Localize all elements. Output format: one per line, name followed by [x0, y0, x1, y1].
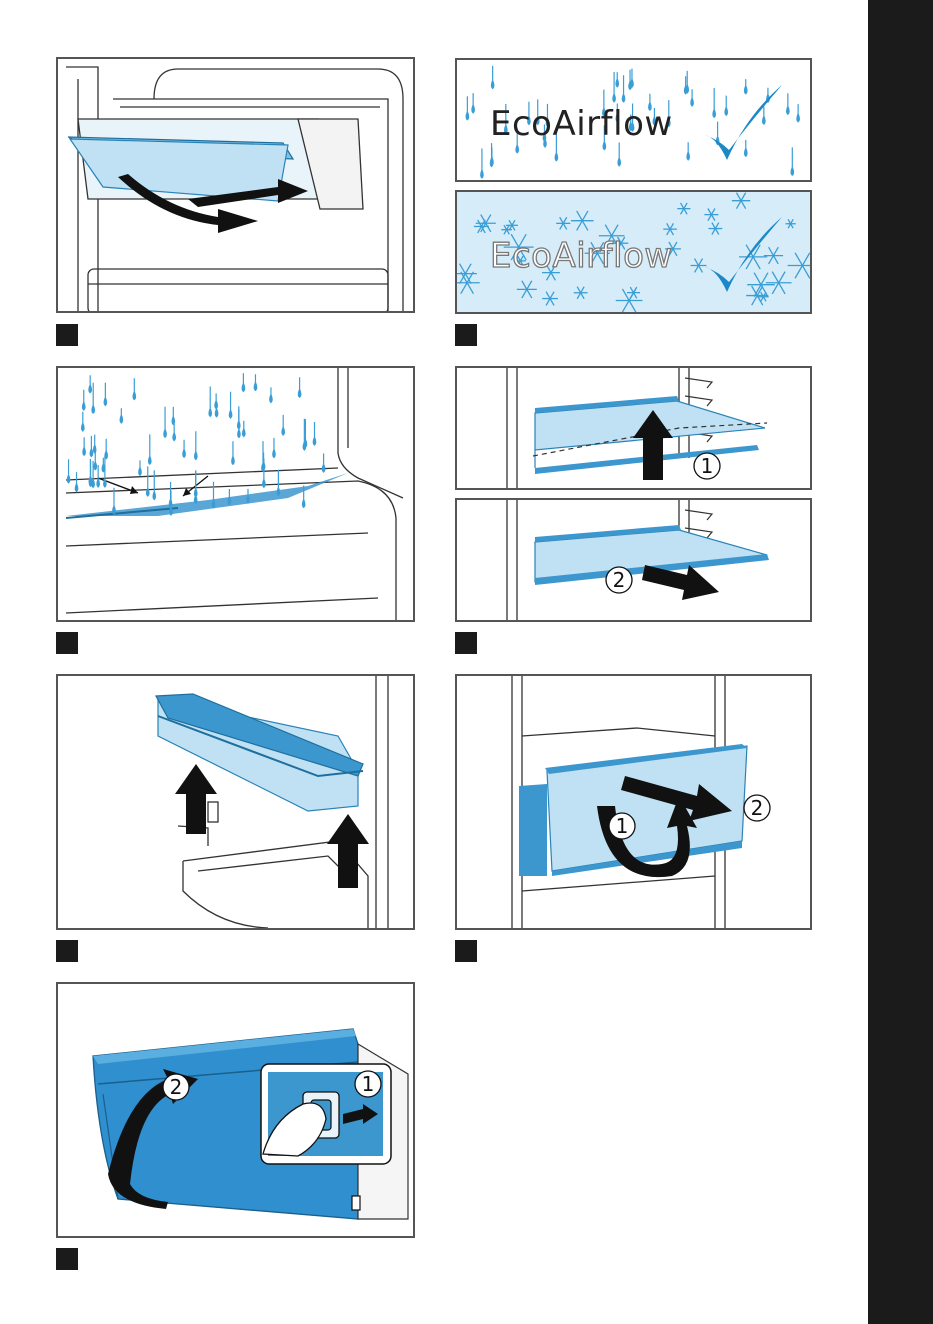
figure-marker-c — [56, 632, 78, 654]
raindrop — [613, 72, 616, 102]
raindrop — [232, 441, 235, 464]
raindrop — [273, 438, 276, 458]
raindrop — [242, 373, 245, 391]
raindrop — [254, 374, 257, 390]
raindrop — [82, 412, 85, 431]
figure-shelf-remove: 2 — [455, 498, 812, 622]
raindrop — [104, 383, 107, 406]
figure-marker-e — [56, 940, 78, 962]
figure-ecoairflow-frost: EcoAirflow — [455, 190, 812, 314]
figure-freezer-flap: 2 1 — [56, 982, 415, 1238]
raindrop — [277, 470, 280, 496]
raindrop — [183, 440, 186, 458]
raindrop — [298, 377, 301, 397]
sidebar-tab — [868, 0, 933, 1324]
raindrop — [97, 465, 100, 487]
raindrop — [172, 407, 175, 425]
raindrop — [147, 466, 150, 496]
step-1-label: 1 — [362, 1072, 375, 1096]
figure-marker-f — [455, 940, 477, 962]
door-rack-illustration — [58, 676, 413, 928]
raindrop — [89, 459, 92, 484]
raindrop — [481, 149, 484, 179]
condensation-illustration — [58, 368, 413, 620]
raindrop — [322, 454, 325, 473]
raindrop — [75, 472, 78, 492]
step-2-label: 2 — [170, 1075, 183, 1099]
fridge-flap-illustration — [58, 59, 413, 311]
shelf-remove-illustration: 2 — [457, 500, 810, 620]
raindrop — [139, 460, 142, 475]
step-2-label: 2 — [613, 568, 626, 592]
raindrop — [120, 408, 123, 423]
figure-fridge-flap — [56, 57, 415, 313]
raindrop — [228, 489, 231, 505]
raindrop — [90, 436, 93, 457]
checkmark-icon — [697, 212, 787, 302]
figure-marker-g — [56, 1248, 78, 1270]
raindrop — [466, 96, 469, 119]
figure-ecoairflow-rain: EcoAirflow — [455, 58, 812, 182]
raindrop — [622, 75, 625, 102]
raindrop — [212, 482, 215, 508]
raindrop — [83, 437, 86, 455]
step-1-label: 1 — [701, 454, 714, 478]
raindrop — [616, 72, 619, 87]
raindrop — [149, 434, 152, 464]
raindrop — [691, 89, 694, 106]
raindrop — [243, 421, 246, 437]
raindrop — [209, 386, 212, 416]
raindrop — [797, 104, 800, 122]
checkmark-icon — [697, 80, 787, 170]
drawer-illustration: 1 2 — [457, 676, 810, 928]
raindrop — [173, 424, 176, 441]
figure-marker-d — [455, 632, 477, 654]
raindrop — [195, 431, 198, 459]
step-1-label: 1 — [616, 814, 629, 838]
figure-shelf-lift: 1 — [455, 366, 812, 490]
raindrop — [618, 143, 621, 166]
freezer-flap-illustration: 2 1 — [58, 984, 413, 1236]
raindrop — [153, 470, 156, 499]
raindrop — [164, 407, 167, 438]
raindrop — [791, 147, 794, 175]
ecoairflow-label-frost: EcoAirflow — [490, 236, 673, 276]
raindrop — [102, 458, 105, 472]
raindrop — [472, 93, 475, 113]
raindrop — [247, 489, 250, 503]
figure-marker-a — [56, 324, 78, 346]
figure-drawer: 1 2 — [455, 674, 812, 930]
raindrop — [89, 375, 92, 392]
raindrop — [282, 415, 285, 435]
raindrop — [491, 66, 494, 89]
raindrop — [270, 387, 273, 402]
raindrop — [229, 392, 232, 418]
figure-condensation — [56, 366, 415, 622]
raindrop — [92, 383, 95, 413]
figure-door-rack — [56, 674, 415, 930]
raindrop — [313, 422, 316, 445]
raindrop — [105, 439, 108, 459]
step-2-label: 2 — [751, 796, 764, 820]
raindrop — [82, 390, 85, 410]
shelf-lift-illustration: 1 — [457, 368, 810, 488]
raindrop — [67, 459, 70, 483]
raindrop — [133, 378, 136, 399]
raindrop — [687, 142, 690, 160]
raindrop — [629, 70, 632, 90]
figure-marker-b — [455, 324, 477, 346]
ecoairflow-label: EcoAirflow — [490, 104, 673, 144]
